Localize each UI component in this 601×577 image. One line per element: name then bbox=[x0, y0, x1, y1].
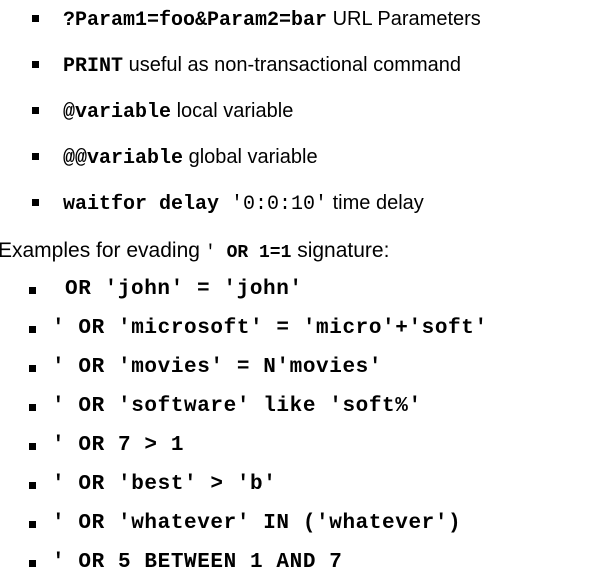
sql-example-text: ' OR 'whatever' IN ('whatever') bbox=[52, 512, 462, 535]
evasion-examples-list: OR 'john' = 'john' ' OR 'microsoft' = 'm… bbox=[0, 277, 601, 576]
example-item: ' OR 'movies' = N'movies' bbox=[0, 355, 601, 381]
example-item: ' OR 'best' > 'b' bbox=[0, 472, 601, 498]
sql-example-text: ' OR 5 BETWEEN 1 AND 7 bbox=[52, 551, 343, 574]
description-text: URL Parameters bbox=[327, 8, 481, 30]
example-item: OR 'john' = 'john' bbox=[0, 277, 601, 303]
code-text: PRINT bbox=[63, 55, 124, 78]
heading-prefix-text: Examples for evading bbox=[0, 239, 200, 262]
code-text: ?Param1=foo&Param2=bar bbox=[63, 9, 328, 32]
heading-code-quote: ' bbox=[204, 243, 227, 263]
heading-suffix-text: signature: bbox=[291, 239, 390, 262]
sql-example-text: ' OR 'movies' = N'movies' bbox=[52, 356, 383, 379]
code-text: waitfor delay bbox=[63, 193, 220, 216]
description-text: global variable bbox=[183, 146, 318, 168]
bullet-square-icon bbox=[32, 199, 39, 206]
bullet-square-icon bbox=[29, 365, 36, 372]
example-item: ' OR 5 BETWEEN 1 AND 7 bbox=[0, 550, 601, 576]
bullet-square-icon bbox=[29, 482, 36, 489]
bullet-square-icon bbox=[29, 443, 36, 450]
bullet-square-icon bbox=[32, 153, 39, 160]
sql-example-text: ' OR 'best' > 'b' bbox=[52, 473, 277, 496]
list-item-global-variable: @@variable global variable bbox=[0, 144, 601, 172]
bullet-square-icon bbox=[29, 404, 36, 411]
example-item: ' OR 'software' like 'soft%' bbox=[0, 394, 601, 420]
code-text: @@variable bbox=[63, 147, 184, 170]
description-text: time delay bbox=[327, 192, 424, 214]
sql-example-text: ' OR 'microsoft' = 'micro'+'soft' bbox=[52, 317, 488, 340]
sql-example-text: OR 'john' = 'john' bbox=[65, 278, 303, 301]
description-text: local variable bbox=[171, 100, 294, 122]
bullet-square-icon bbox=[32, 61, 39, 68]
bullet-square-icon bbox=[32, 107, 39, 114]
sql-commands-list: ?Param1=foo&Param2=bar URL Parameters PR… bbox=[0, 6, 601, 218]
code-text: @variable bbox=[63, 101, 172, 124]
bullet-square-icon bbox=[32, 15, 39, 22]
list-item-local-variable: @variable local variable bbox=[0, 98, 601, 126]
code-literal-text: '0:0:10' bbox=[219, 193, 328, 216]
example-item: ' OR 'microsoft' = 'micro'+'soft' bbox=[0, 316, 601, 342]
list-item-url-parameters: ?Param1=foo&Param2=bar URL Parameters bbox=[0, 6, 601, 34]
example-item: ' OR 7 > 1 bbox=[0, 433, 601, 459]
heading-code-text: OR 1=1 bbox=[226, 243, 292, 263]
bullet-square-icon bbox=[29, 560, 36, 567]
sql-example-text: ' OR 7 > 1 bbox=[52, 434, 185, 457]
example-item: ' OR 'whatever' IN ('whatever') bbox=[0, 511, 601, 537]
list-item-time-delay: waitfor delay '0:0:10' time delay bbox=[0, 190, 601, 218]
bullet-square-icon bbox=[29, 326, 36, 333]
bullet-square-icon bbox=[29, 287, 36, 294]
bullet-square-icon bbox=[29, 521, 36, 528]
sql-example-text: ' OR 'software' like 'soft%' bbox=[52, 395, 422, 418]
list-item-print: PRINT useful as non-transactional comman… bbox=[0, 52, 601, 80]
section-heading: Examples for evading' OR 1=1 signature: bbox=[0, 236, 601, 268]
description-text: useful as non-transactional command bbox=[123, 54, 461, 76]
